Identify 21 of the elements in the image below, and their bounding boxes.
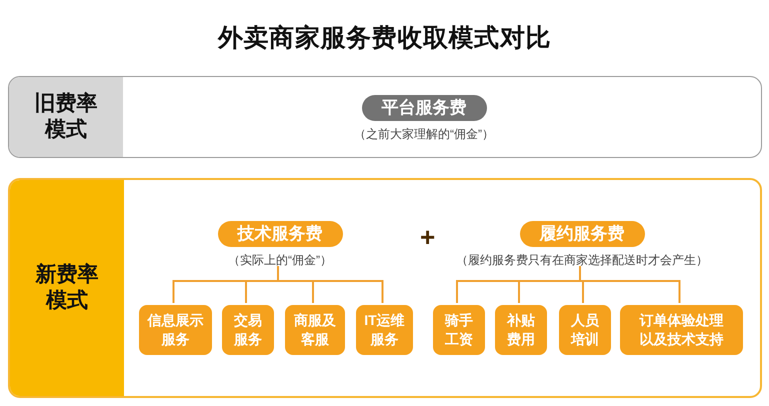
cost-item-box: 商服及客服 (285, 305, 345, 355)
cost-item-box: 交易服务 (222, 305, 274, 355)
cost-item-box: 骑手工资 (433, 305, 485, 355)
connector-line (579, 266, 680, 303)
cost-item-box: 订单体验处理以及技术支持 (620, 305, 743, 355)
cost-item-box: 信息展示服务 (139, 305, 212, 355)
fee-pill: 履约服务费 (520, 221, 644, 246)
panel-heading: 旧费率模式 (9, 77, 123, 157)
fee-pill: 技术服务费 (218, 221, 342, 246)
rate-panel (8, 178, 762, 398)
cost-item-box: 人员培训 (559, 305, 611, 355)
fee-note: （履约服务费只有在商家选择配送时才会产生） (456, 252, 708, 268)
rate-panel (8, 76, 762, 158)
plus-sign: + (420, 221, 436, 254)
cost-item-box: IT运维服务 (356, 305, 413, 355)
fee-note: （实际上的“佣金”） (228, 252, 332, 268)
fee-note: （之前大家理解的“佣金”） (354, 126, 494, 143)
panel-heading: 新费率模式 (10, 180, 124, 396)
diagram-title: 外卖商家服务费收取模式对比 (216, 23, 552, 54)
fee-pill: 平台服务费 (362, 95, 486, 121)
cost-item-box: 补贴费用 (495, 305, 547, 355)
